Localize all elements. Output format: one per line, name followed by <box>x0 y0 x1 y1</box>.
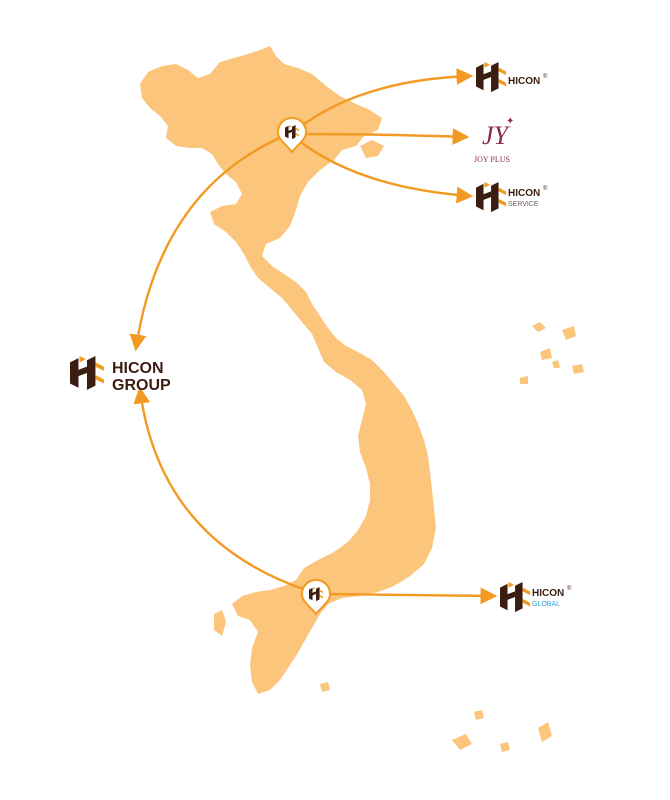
service-mark: ® <box>543 185 548 192</box>
hicon-group-logo[interactable]: HICON GROUP <box>70 356 171 394</box>
service-name: HICON <box>508 188 540 199</box>
group-name-line1: HICON <box>112 360 164 377</box>
joy-plus-name: JOY PLUS <box>474 155 510 164</box>
hicon-logo-icon <box>476 62 507 93</box>
arrow-north-to-group <box>129 134 286 352</box>
group-name-line2: GROUP <box>112 377 171 394</box>
island-phu-quoc <box>214 610 226 636</box>
global-name: HICON <box>532 588 564 599</box>
hicon-logo-icon <box>476 182 507 213</box>
arrow-north-to-hicon <box>294 68 474 132</box>
hicon-logo-icon <box>70 356 104 390</box>
vietnam-map <box>140 46 584 752</box>
arrow-south-to-group <box>133 386 308 592</box>
arrow-south-to-global <box>324 587 498 605</box>
islands-hoang-sa <box>520 322 584 384</box>
hicon-pin-icon[interactable] <box>300 578 332 616</box>
hicon-name: HICON <box>508 76 540 87</box>
hicon-global-logo[interactable]: HICON ® GLOBAL <box>500 582 572 613</box>
arrow-north-to-service <box>296 138 474 204</box>
hicon-logo-icon <box>500 582 531 613</box>
hicon-logo[interactable]: HICON ® <box>476 62 548 93</box>
connection-arrows <box>129 68 498 605</box>
joy-plus-logo[interactable]: JY ✦ JOY PLUS <box>474 116 514 164</box>
global-sub: GLOBAL <box>532 601 560 608</box>
hicon-pin-icon[interactable] <box>276 116 308 154</box>
island-north <box>360 140 384 158</box>
joy-plus-monogram: JY <box>482 121 511 150</box>
sparkle-icon: ✦ <box>506 116 514 127</box>
arrow-north-to-joy-plus <box>298 128 470 145</box>
island-con-dao <box>320 682 330 692</box>
hicon-service-logo[interactable]: HICON ® SERVICE <box>476 182 548 213</box>
service-sub: SERVICE <box>508 201 539 208</box>
hicon-mark: ® <box>543 73 548 80</box>
vietnam-mainland <box>140 46 436 694</box>
global-mark: ® <box>567 585 572 592</box>
islands-truong-sa <box>452 710 552 752</box>
